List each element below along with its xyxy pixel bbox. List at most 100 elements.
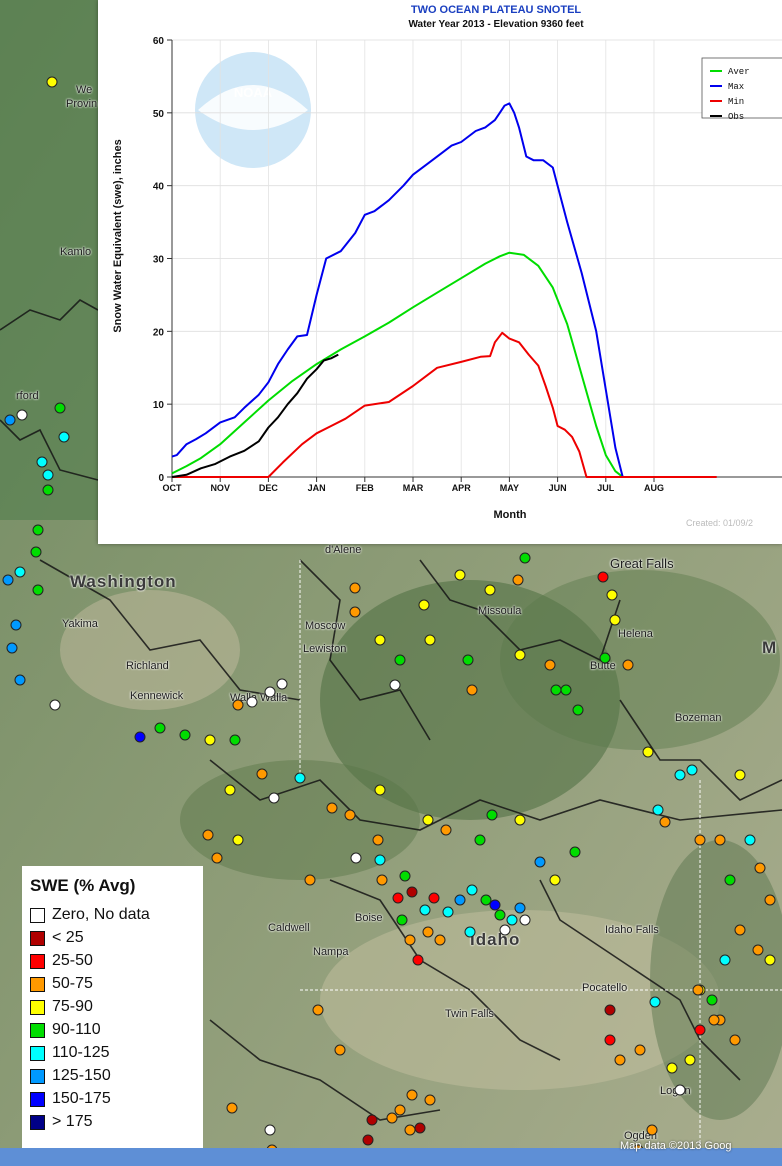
- station-marker[interactable]: [480, 894, 492, 906]
- station-marker[interactable]: [49, 699, 61, 711]
- station-marker[interactable]: [58, 431, 70, 443]
- station-marker[interactable]: [606, 589, 618, 601]
- station-marker[interactable]: [686, 764, 698, 776]
- station-marker[interactable]: [614, 1054, 626, 1066]
- station-marker[interactable]: [560, 684, 572, 696]
- station-marker[interactable]: [666, 1062, 678, 1074]
- station-marker[interactable]: [499, 924, 511, 936]
- station-marker[interactable]: [534, 856, 546, 868]
- station-marker[interactable]: [374, 634, 386, 646]
- station-marker[interactable]: [232, 834, 244, 846]
- station-marker[interactable]: [419, 904, 431, 916]
- station-marker[interactable]: [466, 684, 478, 696]
- station-marker[interactable]: [486, 809, 498, 821]
- station-marker[interactable]: [414, 1122, 426, 1134]
- station-marker[interactable]: [404, 934, 416, 946]
- station-marker[interactable]: [202, 829, 214, 841]
- station-marker[interactable]: [422, 926, 434, 938]
- station-marker[interactable]: [14, 566, 26, 578]
- station-marker[interactable]: [179, 729, 191, 741]
- station-marker[interactable]: [764, 894, 776, 906]
- station-marker[interactable]: [374, 784, 386, 796]
- station-marker[interactable]: [649, 996, 661, 1008]
- station-marker[interactable]: [754, 862, 766, 874]
- station-marker[interactable]: [734, 769, 746, 781]
- station-marker[interactable]: [32, 524, 44, 536]
- station-marker[interactable]: [454, 894, 466, 906]
- station-marker[interactable]: [42, 469, 54, 481]
- station-marker[interactable]: [418, 599, 430, 611]
- station-marker[interactable]: [674, 769, 686, 781]
- station-marker[interactable]: [512, 574, 524, 586]
- station-marker[interactable]: [229, 734, 241, 746]
- station-marker[interactable]: [642, 746, 654, 758]
- station-marker[interactable]: [10, 619, 22, 631]
- station-marker[interactable]: [312, 1004, 324, 1016]
- station-marker[interactable]: [211, 852, 223, 864]
- station-marker[interactable]: [396, 914, 408, 926]
- station-marker[interactable]: [389, 679, 401, 691]
- station-marker[interactable]: [14, 674, 26, 686]
- station-marker[interactable]: [366, 1114, 378, 1126]
- station-marker[interactable]: [344, 809, 356, 821]
- station-marker[interactable]: [729, 1034, 741, 1046]
- station-marker[interactable]: [294, 772, 306, 784]
- station-marker[interactable]: [692, 984, 704, 996]
- station-marker[interactable]: [32, 584, 44, 596]
- station-marker[interactable]: [6, 642, 18, 654]
- station-marker[interactable]: [154, 722, 166, 734]
- station-marker[interactable]: [264, 686, 276, 698]
- station-marker[interactable]: [394, 654, 406, 666]
- station-marker[interactable]: [659, 816, 671, 828]
- station-marker[interactable]: [464, 926, 476, 938]
- station-marker[interactable]: [406, 1089, 418, 1101]
- station-marker[interactable]: [744, 834, 756, 846]
- station-marker[interactable]: [489, 899, 501, 911]
- station-marker[interactable]: [256, 768, 268, 780]
- station-marker[interactable]: [399, 870, 411, 882]
- station-marker[interactable]: [349, 606, 361, 618]
- station-marker[interactable]: [42, 484, 54, 496]
- station-marker[interactable]: [264, 1124, 276, 1136]
- station-marker[interactable]: [474, 834, 486, 846]
- station-marker[interactable]: [428, 892, 440, 904]
- station-marker[interactable]: [224, 784, 236, 796]
- station-marker[interactable]: [519, 914, 531, 926]
- station-marker[interactable]: [597, 571, 609, 583]
- station-marker[interactable]: [442, 906, 454, 918]
- station-marker[interactable]: [30, 546, 42, 558]
- station-marker[interactable]: [694, 1024, 706, 1036]
- station-marker[interactable]: [406, 886, 418, 898]
- station-marker[interactable]: [652, 804, 664, 816]
- station-marker[interactable]: [514, 649, 526, 661]
- station-marker[interactable]: [708, 1014, 720, 1026]
- station-marker[interactable]: [694, 834, 706, 846]
- station-marker[interactable]: [424, 1094, 436, 1106]
- station-marker[interactable]: [599, 652, 611, 664]
- station-marker[interactable]: [326, 802, 338, 814]
- station-marker[interactable]: [724, 874, 736, 886]
- station-marker[interactable]: [734, 924, 746, 936]
- station-marker[interactable]: [394, 1104, 406, 1116]
- station-marker[interactable]: [462, 654, 474, 666]
- station-marker[interactable]: [304, 874, 316, 886]
- station-marker[interactable]: [454, 569, 466, 581]
- station-marker[interactable]: [440, 824, 452, 836]
- station-marker[interactable]: [268, 792, 280, 804]
- station-marker[interactable]: [36, 456, 48, 468]
- station-marker[interactable]: [204, 734, 216, 746]
- station-marker[interactable]: [54, 402, 66, 414]
- station-marker[interactable]: [349, 582, 361, 594]
- station-marker[interactable]: [646, 1124, 658, 1136]
- station-marker[interactable]: [424, 634, 436, 646]
- station-marker[interactable]: [706, 994, 718, 1006]
- station-marker[interactable]: [549, 874, 561, 886]
- station-marker[interactable]: [544, 659, 556, 671]
- station-marker[interactable]: [514, 814, 526, 826]
- station-marker[interactable]: [376, 874, 388, 886]
- station-marker[interactable]: [752, 944, 764, 956]
- station-marker[interactable]: [484, 584, 496, 596]
- station-marker[interactable]: [372, 834, 384, 846]
- station-marker[interactable]: [16, 409, 28, 421]
- station-marker[interactable]: [134, 731, 146, 743]
